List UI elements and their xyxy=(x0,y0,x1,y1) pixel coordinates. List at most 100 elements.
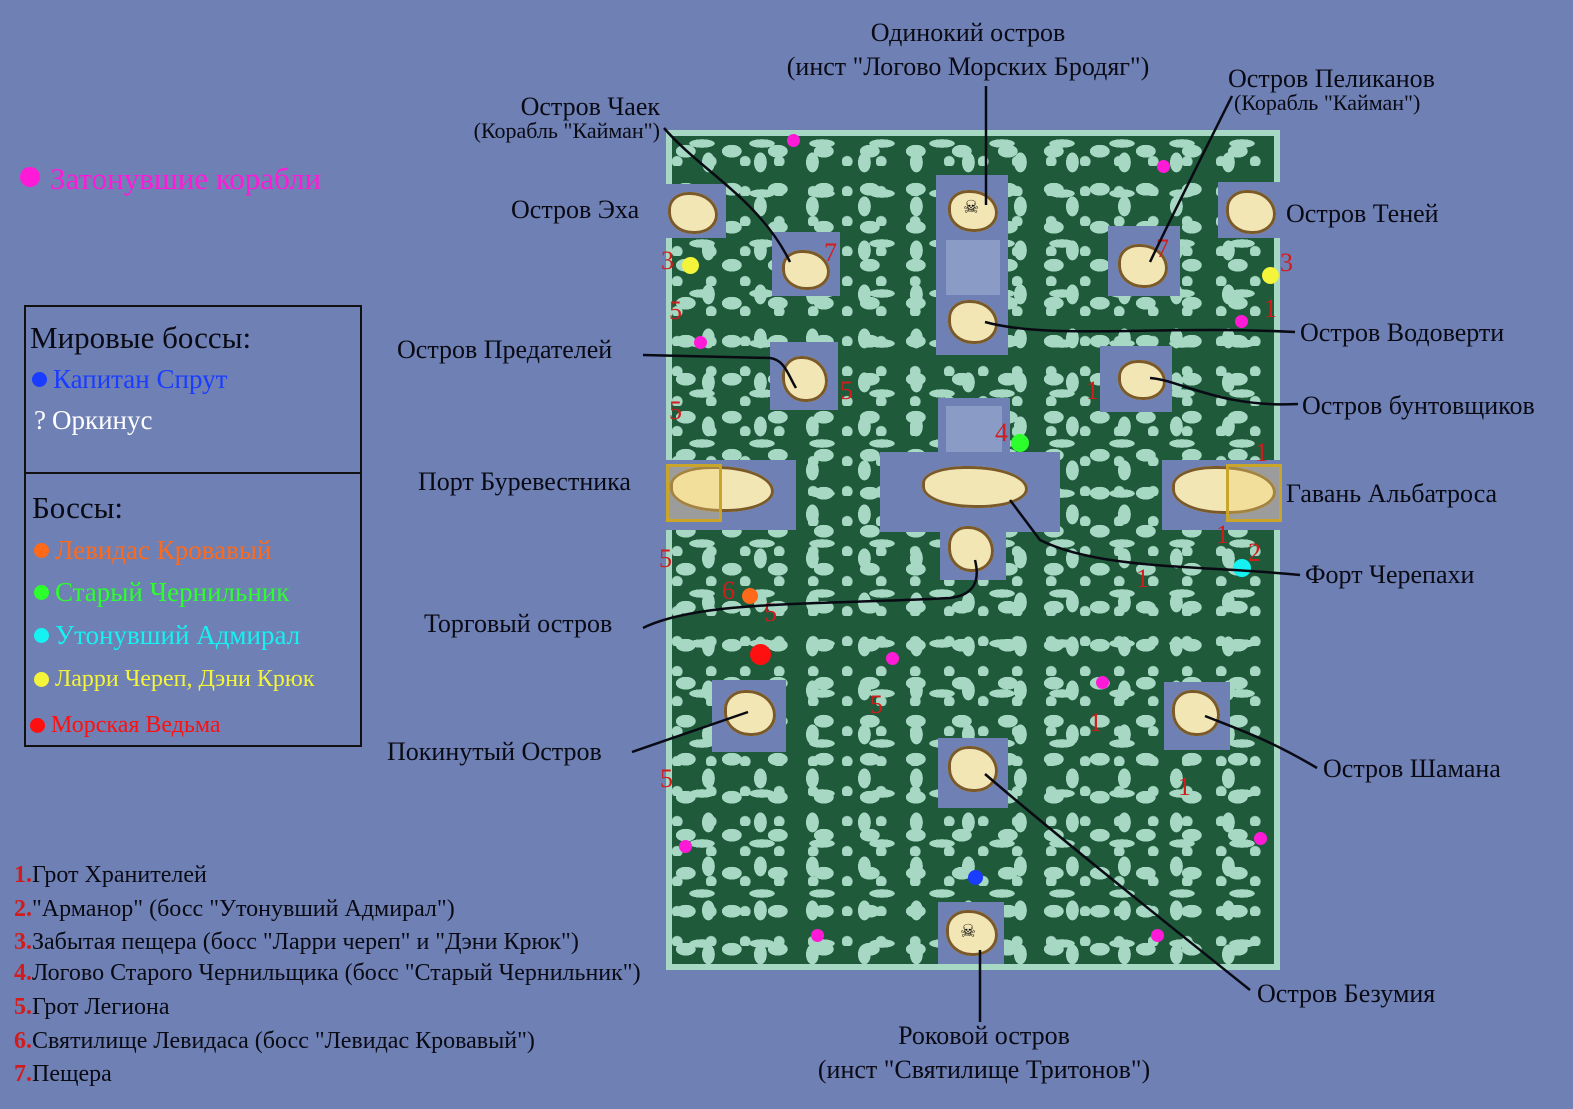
label-sub: (инст "Святилище Тритонов") xyxy=(817,1055,1151,1084)
legend-number: 7. xyxy=(14,1061,32,1087)
boss-dot xyxy=(34,543,49,558)
map-number-1: 1 xyxy=(1136,564,1149,593)
sunken-ship-dot[interactable] xyxy=(1157,160,1170,173)
boss-dot xyxy=(30,718,45,733)
numbered-legend-item: 4.Логово Старого Чернильщика (босс "Стар… xyxy=(14,960,641,987)
map-number-4: 4 xyxy=(995,418,1008,447)
label-shadows-island: Остров Теней xyxy=(1286,199,1439,228)
world-boss-dot xyxy=(32,372,47,387)
label-albatross-harbor: Гавань Альбатроса xyxy=(1286,479,1498,508)
label-echo-island: Остров Эха xyxy=(511,195,640,224)
numbered-legend-item: 7.Пещера xyxy=(14,1061,112,1088)
sunken-ship-dot[interactable] xyxy=(1235,315,1248,328)
boss-item: Левидас Кровавый xyxy=(34,535,272,566)
legend-text: Логово Старого Чернильщика (босс "Старый… xyxy=(32,960,641,986)
label-madness-island: Остров Безумия xyxy=(1257,979,1436,1008)
island-trade-north[interactable] xyxy=(922,466,1028,508)
boss-dot-larry-dani[interactable] xyxy=(1262,267,1279,284)
boss-dot xyxy=(34,672,49,687)
label-lonely-island: Одинокий остров (инст "Логово Морских Бр… xyxy=(768,20,1168,80)
island-lonely[interactable] xyxy=(948,190,998,232)
map-number-3: 3 xyxy=(661,246,674,275)
water-zone xyxy=(946,240,1000,295)
label-gulls-island: Остров Чаек (Корабль "Кайман") xyxy=(420,94,660,142)
boss-dot xyxy=(34,585,49,600)
label-name: Остров Чаек xyxy=(520,92,660,121)
sunken-ship-legend-dot xyxy=(20,167,40,187)
boss-dot-larry-dani[interactable] xyxy=(682,257,699,274)
boss-dot xyxy=(34,628,49,643)
label-turtle-fort: Форт Черепахи xyxy=(1305,560,1475,589)
label-name: Остров Пеликанов xyxy=(1228,64,1435,93)
sunken-ship-dot[interactable] xyxy=(1096,676,1109,689)
label-rebels-island: Остров бунтовщиков xyxy=(1302,391,1535,420)
boss-label: Морская Ведьма xyxy=(51,712,221,738)
island-rebels[interactable] xyxy=(1118,360,1166,400)
island-echo[interactable] xyxy=(668,192,718,234)
label-abandoned-island: Покинутый Остров xyxy=(387,737,602,766)
boss-dot-levidas[interactable] xyxy=(742,588,758,604)
numbered-legend-item: 2."Арманор" (босс "Утонувший Адмирал") xyxy=(14,896,455,923)
sunken-ship-dot[interactable] xyxy=(1254,832,1267,845)
label-trade-island: Торговый остров xyxy=(424,609,613,638)
label-shaman-island: Остров Шамана xyxy=(1323,754,1501,783)
legend-text: Пещера xyxy=(32,1061,112,1087)
sunken-ship-dot[interactable] xyxy=(694,336,707,349)
sunken-ship-dot[interactable] xyxy=(811,929,824,942)
numbered-legend-item: 6.Святилище Левидаса (босс "Левидас Кров… xyxy=(14,1028,535,1055)
skull-icon: ☠ xyxy=(960,921,977,941)
world-boss-item: Капитан Спрут xyxy=(32,364,227,395)
map-number-5: 5 xyxy=(840,376,853,405)
boss-legend-box xyxy=(24,305,362,747)
question-mark-icon: ? xyxy=(34,405,46,435)
label-pelicans-island: Остров Пеликанов (Корабль "Кайман") xyxy=(1228,66,1435,114)
boss-item: Старый Чернильник xyxy=(34,577,289,608)
numbered-legend-item: 1.Грот Хранителей xyxy=(14,862,207,889)
boss-dot-sea-witch[interactable] xyxy=(750,644,771,665)
world-boss-dot-captain-sprut[interactable] xyxy=(968,870,983,885)
boss-item: Утонувший Адмирал xyxy=(34,620,300,651)
sunken-ship-dot[interactable] xyxy=(787,134,800,147)
port-petrel-marker[interactable] xyxy=(666,464,722,522)
sunken-ship-dot[interactable] xyxy=(886,652,899,665)
map-number-7: 7 xyxy=(824,238,837,267)
world-boss-label: Оркинус xyxy=(51,405,153,435)
map-number-7: 7 xyxy=(1156,234,1169,263)
numbered-legend-item: 3.Забытая пещера (босс "Ларри череп" и "… xyxy=(14,929,579,956)
map-number-5: 5 xyxy=(659,544,672,573)
island-gulls[interactable] xyxy=(782,250,830,290)
map-number-5: 5 xyxy=(669,396,682,425)
map-number-5: 5 xyxy=(764,598,777,627)
legend-text: Забытая пещера (босс "Ларри череп" и "Дэ… xyxy=(32,929,579,955)
port-albatross-marker[interactable] xyxy=(1226,464,1282,522)
label-petrel-port: Порт Буревестника xyxy=(418,467,631,496)
label-sub: (Корабль "Кайман") xyxy=(1234,90,1421,115)
bosses-title: Боссы: xyxy=(32,490,124,525)
label-name: Одинокий остров xyxy=(870,18,1066,47)
boss-dot-old-inker[interactable] xyxy=(1011,434,1029,452)
numbered-legend-item: 5.Грот Легиона xyxy=(14,994,169,1021)
island-whirl[interactable] xyxy=(948,300,998,344)
world-bosses-title: Мировые боссы: xyxy=(30,320,252,355)
map-number-1: 1 xyxy=(1255,438,1268,467)
boss-label: Левидас Кровавый xyxy=(55,535,272,565)
boss-legend-divider xyxy=(24,472,362,474)
sunken-ship-dot[interactable] xyxy=(679,840,692,853)
label-name: Роковой остров xyxy=(898,1021,1070,1050)
map-number-1: 1 xyxy=(1178,772,1191,801)
world-boss-label: Капитан Спрут xyxy=(53,364,228,394)
legend-number: 2. xyxy=(14,896,32,922)
island-petrel[interactable] xyxy=(670,466,774,512)
map-number-5: 5 xyxy=(660,764,673,793)
boss-item: Ларри Череп, Дэни Крюк xyxy=(34,666,314,693)
boss-label: Ларри Череп, Дэни Крюк xyxy=(55,666,315,692)
legend-text: Святилище Левидаса (босс "Левидас Кровав… xyxy=(32,1028,535,1054)
legend-number: 6. xyxy=(14,1028,32,1054)
sunken-ship-dot[interactable] xyxy=(1151,929,1164,942)
map-number-1: 1 xyxy=(1086,376,1099,405)
label-whirl-island: Остров Водоверти xyxy=(1300,318,1505,347)
island-shadows[interactable] xyxy=(1226,190,1276,234)
map-number-6: 6 xyxy=(722,576,735,605)
label-sub: (инст "Логово Морских Бродяг") xyxy=(786,52,1150,81)
legend-number: 5. xyxy=(14,994,32,1020)
